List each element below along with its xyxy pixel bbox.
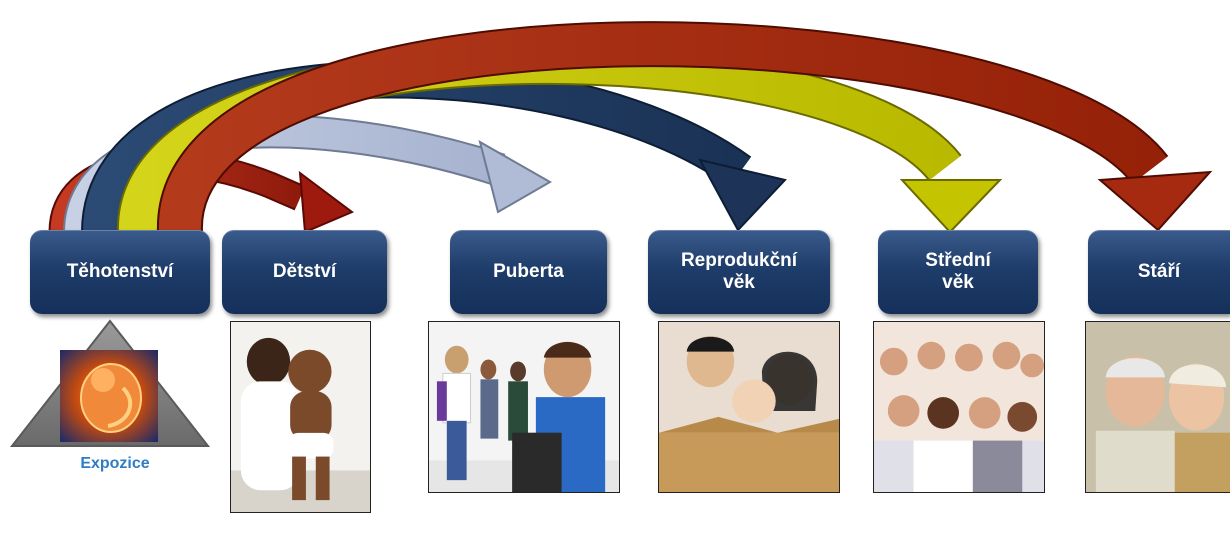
photo-middle [873, 321, 1045, 493]
stage-old-label: Stáří [1137, 261, 1181, 282]
stage-pregnancy[interactable]: Těhotenství [30, 230, 210, 314]
stage-childhood-label: Dětství [272, 261, 337, 282]
stage-reproductive[interactable]: Reprodukční věk [648, 230, 830, 314]
photo-puberty [428, 321, 620, 493]
stage-reproductive-label: Reprodukční věk [680, 250, 798, 293]
exposure-label: Expozice [80, 455, 150, 472]
stage-middle[interactable]: Střední věk [878, 230, 1038, 314]
photo-old [1085, 321, 1230, 493]
stage-old[interactable]: Stáří [1088, 230, 1230, 314]
exposure-triangle [9, 319, 211, 447]
stage-middle-label: Střední věk [925, 250, 991, 293]
stage-childhood[interactable]: Dětství [222, 230, 387, 314]
stage-puberty[interactable]: Puberta [450, 230, 607, 314]
photo-reproductive [658, 321, 840, 493]
stage-puberty-label: Puberta [493, 261, 564, 282]
photo-childhood [230, 321, 371, 513]
arrow-to-old [156, 21, 1213, 233]
embryo-image [60, 350, 158, 442]
stage-pregnancy-label: Těhotenství [66, 261, 174, 282]
